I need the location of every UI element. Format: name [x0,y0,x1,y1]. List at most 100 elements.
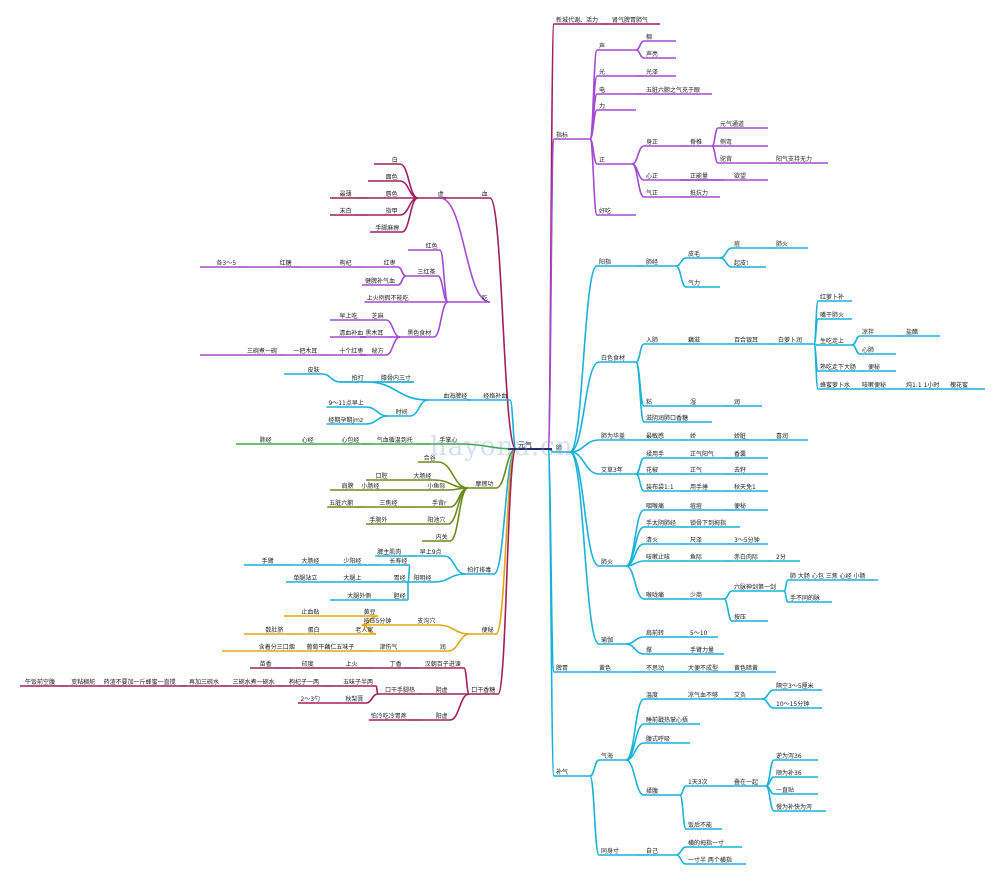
node-mc5a: 手腕外 [369,516,387,524]
node-mc1: 合谷 [424,454,436,462]
node-guang: 光 [599,68,605,76]
node-ql: 气力 [688,279,700,287]
connector-fh5 [625,565,645,600]
node-fh4b: 赤白肉际 [734,553,758,561]
node-run: 润 [734,398,740,406]
node-pw4: 黄色暗黄 [734,664,758,672]
node-sx4: 肺经 [260,436,272,444]
connector-rf2b2 [765,776,775,787]
node-wd1: 凉气血不够 [688,691,718,699]
connector-fh5b1 [783,579,789,592]
node-jl2b: 经期孕期jmz [328,416,363,424]
node-bm2a: 支沟穴 [417,617,435,625]
node-s2: 声亮 [646,50,658,58]
node-z1a3x: 阳气支持无力 [776,155,812,163]
node-bm2a4: 老人家 [355,626,373,634]
connector-ay3 [635,473,645,492]
node-zb: 指标 [556,131,568,139]
node-c2a: 红枣 [384,259,396,267]
node-c4a: 芝麻 [372,312,384,320]
node-ay: 艾草3年 [601,466,623,474]
connector-ys [569,451,600,645]
node-ay1a: 正气阳气 [690,450,714,458]
connector-jl2b [365,415,389,425]
node-z1a2: 侧弯 [720,138,732,146]
connector-zj2 [675,854,687,865]
connector-li [589,109,598,140]
node-rf2b: 叠在一起 [734,778,758,786]
connector-pd [493,448,517,575]
node-pd2c: 胆经 [394,592,406,600]
node-zb1: 炖1:1 1小时 [906,381,939,389]
node-wd3: 隔空3～5厘米 [776,682,814,690]
connector-tsc [589,775,600,856]
node-mc: 摩擦功 [475,480,493,488]
node-bm2a6: 数肚脐 [265,626,283,634]
node-tsc: 同身寸 [601,847,619,855]
connector-qh [589,759,600,777]
node-pd2a3: 手臂 [262,557,274,565]
connector-z1 [631,145,645,165]
node-rf2c: 饭后不能 [688,821,712,829]
node-kx1a: 丁香 [390,660,402,668]
node-yz: 阳指 [599,258,611,266]
node-x3: 唇色 [386,190,398,198]
node-labels: 元气新城代谢、活力肾气脾胃肺气指标声稠声亮光光泽电五脏六腑之气充于眼力正身正脊椎… [25,16,968,864]
connector-jl2a [365,406,389,417]
node-mc3b: 肩膀 [342,482,354,490]
connector-sx [459,443,517,450]
connector-kx3 [449,693,470,721]
connector-ys2 [625,643,645,655]
node-pd2a2: 大肠经 [301,557,319,565]
connector-xue [489,197,517,450]
node-r1: 新城代谢、活力 [556,16,598,24]
node-yc: 藕滋 [688,336,700,344]
connector-x5 [401,197,419,233]
node-ay3b: 秋天免1 [734,483,756,491]
node-rf2b1: 逆为泻36 [776,752,802,760]
node-bm2b2: 葡萄干藕仁五味子 [306,643,354,651]
node-fh4a: 鱼际 [690,553,702,561]
node-zj: 自己 [646,847,658,855]
node-bm2b3: 含着分三口烟 [259,643,295,651]
connector-bq [547,448,555,777]
connector-rf [635,343,645,363]
node-fh2a: 锁骨下到拇指 [690,519,726,527]
node-c3: 上火例假不能吃 [367,294,409,302]
node-fh5b1: 肺 大肠 心包 三焦 心经 小肠 [790,572,866,580]
node-kx2a4: 再加三碗水 [189,678,219,686]
node-x4: 指甲 [386,207,398,215]
node-kx1c: 印度 [302,660,314,668]
node-wd: 温度 [646,691,658,699]
node-sheng: 声 [599,42,605,50]
node-bm2a3: 止血贴 [301,608,319,616]
node-fj: 肺经 [646,258,658,266]
node-pd2a: 长寿经 [389,557,407,565]
node-r1a: 肾气脾胃肺气 [612,16,648,24]
node-z1: 身正 [646,138,658,146]
connector-rf2a [679,785,687,796]
node-pd2a1: 少阳经 [343,557,361,565]
node-pm1: 痘 [734,240,740,248]
node-ay2a: 正气 [690,466,702,474]
node-sx3: 心经 [302,436,314,444]
node-mc3: 小鱼际 [427,482,445,490]
node-jn: 娇脏 [734,432,746,440]
node-rf2b2: 顺为补36 [776,769,802,777]
connector-ay1 [635,457,645,475]
connector-z1a1 [711,127,719,147]
connector-xf [851,344,861,355]
node-blb: 白萝卜润 [778,336,802,344]
node-kx1: 汉朝百子进谏 [425,660,461,668]
connector-ql [675,265,687,288]
node-jl1b: 皮肤 [308,366,320,374]
node-bm2b: 润 [440,643,446,651]
connector-chi [439,197,491,303]
node-kx1b: 上火 [346,660,358,668]
node-z1a3: 驼背 [720,155,732,163]
connector-fh [569,451,600,567]
node-pm: 皮毛 [688,250,700,258]
connector-rf2c [679,794,687,830]
node-sx2: 心包经 [341,436,359,444]
